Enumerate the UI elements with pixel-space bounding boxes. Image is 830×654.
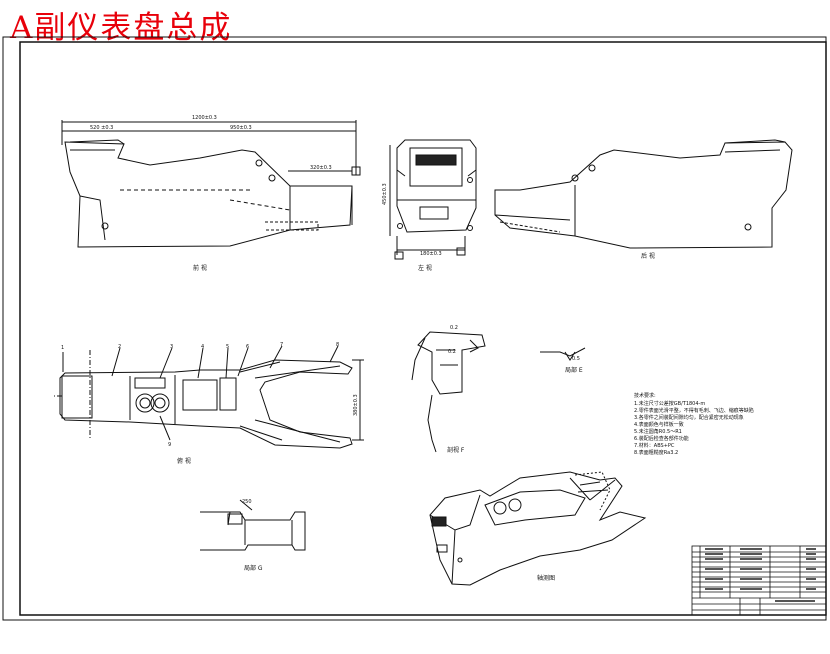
- dim-detail: 0.5: [572, 356, 580, 362]
- caption-front: 左 视: [418, 264, 432, 272]
- detail-view: [540, 347, 586, 361]
- front-view: [389, 139, 477, 260]
- dim-section-1: 0.2: [450, 325, 458, 331]
- caption-detail: 局部 E: [565, 366, 583, 374]
- caption-side-left: 前 视: [193, 264, 207, 272]
- drawing-title: A副仪表盘总成: [10, 10, 233, 46]
- side-view-left: [61, 120, 361, 248]
- balloon-5: 5: [226, 344, 229, 350]
- dim-rear-length: 320±0.3: [310, 165, 332, 171]
- dim-body-length: 950±0.3: [230, 125, 252, 131]
- note-line: 4.表面颜色与样板一致: [634, 421, 684, 428]
- note-line: 6.装配后检查各部件功能: [634, 435, 689, 442]
- balloon-3: 3: [170, 344, 173, 350]
- balloon-6: 6: [246, 344, 249, 350]
- balloon-4: 4: [201, 344, 204, 350]
- outer-border: [2, 36, 827, 621]
- balloon-9: 9: [168, 442, 171, 448]
- partial-view: [200, 499, 306, 551]
- dim-front-width: 180±0.3: [420, 251, 442, 257]
- iso-view: [429, 471, 647, 586]
- side-view-right: [494, 139, 793, 249]
- caption-side-right: 后 视: [641, 252, 655, 260]
- note-line: 7.材料：ABS+PC: [634, 442, 675, 449]
- caption-iso: 轴测图: [537, 574, 555, 582]
- section-view: [411, 331, 486, 453]
- dim-section-2: 0.2: [448, 349, 456, 355]
- title-block-fill: [705, 548, 816, 602]
- note-line: 5.未注圆角R0.5～R1: [634, 428, 682, 435]
- dim-front-height: 450±0.3: [382, 183, 388, 205]
- balloon-1: 1: [61, 345, 64, 351]
- dim-partial: 250: [242, 499, 252, 505]
- dim-overall-length: 1200±0.3: [192, 115, 217, 121]
- dim-front-length: 520 ±0.3: [90, 125, 113, 131]
- caption-top: 俯 视: [177, 457, 191, 465]
- title-block: [691, 545, 827, 616]
- balloon-2: 2: [118, 344, 121, 350]
- note-line: 8.表面粗糙度Ra3.2: [634, 449, 678, 456]
- note-line: 1.未注尺寸公差按GB/T1804-m: [634, 400, 705, 407]
- top-view: [52, 345, 364, 449]
- caption-partial: 局部 G: [244, 564, 263, 572]
- notes-heading: 技术要求:: [634, 392, 656, 399]
- inner-border: [19, 41, 827, 616]
- note-line: 3.各零件之间装配间隙均匀，配合紧密无松动现象: [634, 414, 744, 421]
- balloon-7: 7: [280, 342, 283, 348]
- balloon-8: 8: [336, 342, 339, 348]
- caption-section: 剖视 F: [447, 446, 465, 454]
- tech-notes: 技术要求: 1.未注尺寸公差按GB/T1804-m 2.零件表面光滑平整，不得有…: [634, 392, 754, 456]
- dim-top-width: 380±0.3: [353, 394, 359, 416]
- note-line: 2.零件表面光滑平整，不得有毛刺、飞边、缩痕等缺陷: [634, 407, 754, 414]
